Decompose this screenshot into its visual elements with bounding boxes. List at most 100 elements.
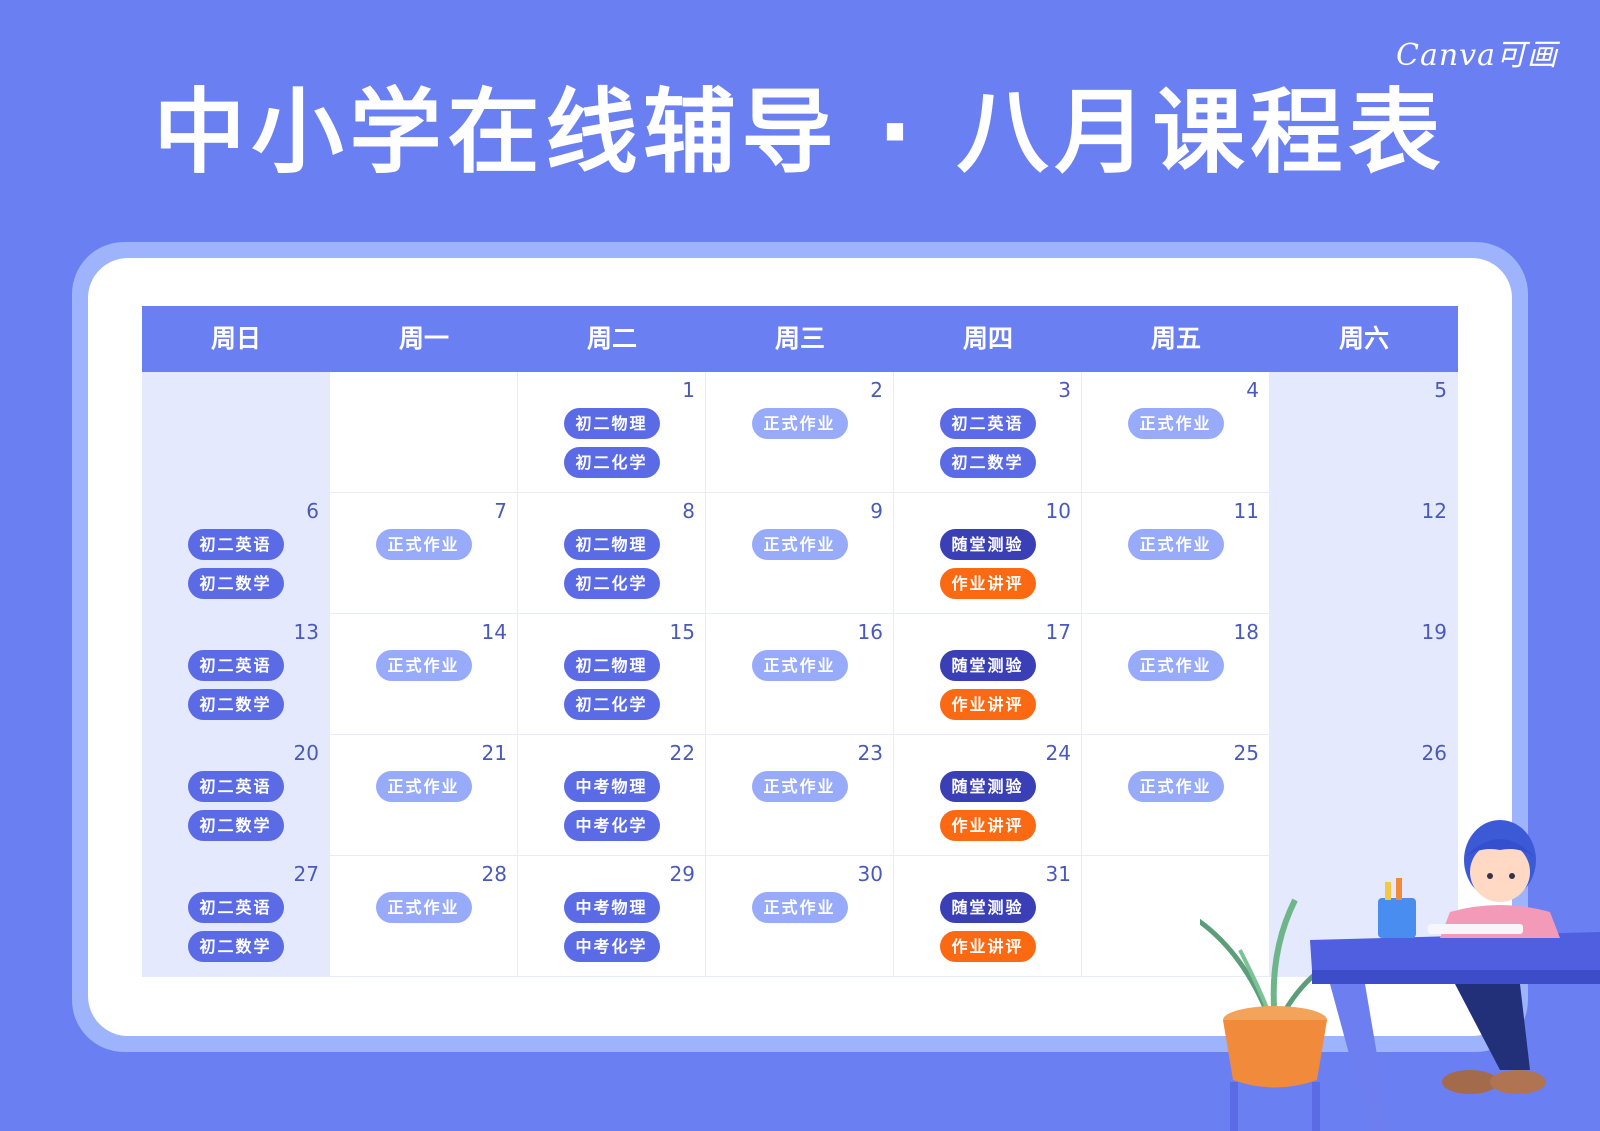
event-tag: 正式作业 [1127, 650, 1224, 681]
calendar-day-cell: 29 中考物理中考化学 [518, 856, 706, 977]
event-tag: 正式作业 [1127, 771, 1224, 802]
day-number: 6 [306, 499, 319, 523]
event-tag: 初二英语 [939, 408, 1036, 439]
event-tag: 初二英语 [187, 650, 284, 681]
day-number: 26 [1421, 741, 1447, 765]
plant-leaf-icon [1200, 918, 1273, 1021]
day-number: 22 [669, 741, 695, 765]
event-tag: 初二英语 [187, 529, 284, 560]
event-tag: 正式作业 [751, 408, 848, 439]
event-list: 正式作业 [706, 408, 893, 439]
pencil-cup-icon [1378, 898, 1416, 938]
event-list: 初二英语初二数学 [894, 408, 1081, 478]
event-list: 初二英语初二数学 [142, 529, 329, 599]
calendar-day-cell: 3 初二英语初二数学 [894, 372, 1082, 493]
event-tag: 初二英语 [187, 771, 284, 802]
event-tag: 正式作业 [375, 650, 472, 681]
event-tag: 中考化学 [563, 931, 660, 962]
event-list: 中考物理中考化学 [518, 892, 705, 962]
calendar-day-cell: 12 [1270, 493, 1458, 614]
event-tag: 正式作业 [375, 771, 472, 802]
day-number: 29 [669, 862, 695, 886]
shoe-icon [1442, 1070, 1498, 1094]
event-list: 正式作业 [330, 892, 517, 923]
student-face-icon [1470, 842, 1530, 902]
calendar-day-cell: 30 正式作业 [706, 856, 894, 977]
calendar-day-cell: 19 [1270, 614, 1458, 735]
day-number: 13 [293, 620, 319, 644]
event-tag: 作业讲评 [939, 810, 1036, 841]
calendar-day-cell: 21 正式作业 [330, 735, 518, 856]
event-list: 正式作业 [330, 529, 517, 560]
event-tag: 正式作业 [375, 529, 472, 560]
weekday-tuesday: 周二 [586, 324, 637, 353]
event-list: 正式作业 [1082, 529, 1269, 560]
event-tag: 初二数学 [187, 689, 284, 720]
day-number: 19 [1421, 620, 1447, 644]
canva-logo: Canva可画 [1396, 38, 1558, 73]
weekday-friday: 周五 [1150, 324, 1201, 353]
event-list: 正式作业 [706, 892, 893, 923]
day-number: 7 [494, 499, 507, 523]
calendar-day-cell: 28 正式作业 [330, 856, 518, 977]
event-tag: 随堂测验 [939, 529, 1036, 560]
weekday-header: 周日 周一 周二 周三 周四 周五 周六 [142, 306, 1458, 372]
event-tag: 正式作业 [1127, 408, 1224, 439]
day-number: 4 [1246, 378, 1259, 402]
event-list: 正式作业 [330, 650, 517, 681]
weekday-saturday: 周六 [1338, 324, 1389, 353]
day-number: 30 [857, 862, 883, 886]
day-number: 23 [857, 741, 883, 765]
calendar-day-cell: 22 中考物理中考化学 [518, 735, 706, 856]
calendar-day-cell: 10 随堂测验作业讲评 [894, 493, 1082, 614]
event-tag: 初二数学 [187, 810, 284, 841]
event-tag: 随堂测验 [939, 892, 1036, 923]
event-tag: 正式作业 [751, 892, 848, 923]
event-tag: 作业讲评 [939, 568, 1036, 599]
event-tag: 中考化学 [563, 810, 660, 841]
calendar-day-cell: 7 正式作业 [330, 493, 518, 614]
event-tag: 初二数学 [939, 447, 1036, 478]
event-list: 中考物理中考化学 [518, 771, 705, 841]
event-tag: 正式作业 [375, 892, 472, 923]
day-number: 3 [1058, 378, 1071, 402]
event-tag: 正式作业 [1127, 529, 1224, 560]
day-number: 9 [870, 499, 883, 523]
calendar-day-cell [142, 372, 330, 493]
day-number: 28 [481, 862, 507, 886]
event-tag: 初二物理 [563, 529, 660, 560]
day-number: 21 [481, 741, 507, 765]
calendar-day-cell: 6 初二英语初二数学 [142, 493, 330, 614]
calendar-day-cell: 20 初二英语初二数学 [142, 735, 330, 856]
plant-leaf-icon [1270, 898, 1298, 1021]
desk-icon [1310, 932, 1600, 970]
event-list: 随堂测验作业讲评 [894, 529, 1081, 599]
event-list: 初二英语初二数学 [142, 771, 329, 841]
day-number: 24 [1045, 741, 1071, 765]
event-list: 初二英语初二数学 [142, 650, 329, 720]
day-number: 25 [1233, 741, 1259, 765]
event-list: 初二物理初二化学 [518, 650, 705, 720]
event-list: 初二物理初二化学 [518, 529, 705, 599]
calendar-day-cell: 4 正式作业 [1082, 372, 1270, 493]
event-list: 随堂测验作业讲评 [894, 892, 1081, 962]
event-list: 随堂测验作业讲评 [894, 771, 1081, 841]
event-tag: 中考物理 [563, 771, 660, 802]
student-desk-illustration [1200, 820, 1600, 1131]
day-number: 10 [1045, 499, 1071, 523]
day-number: 18 [1233, 620, 1259, 644]
book-icon [1428, 924, 1523, 934]
day-number: 20 [293, 741, 319, 765]
calendar-day-cell: 25 正式作业 [1082, 735, 1270, 856]
event-tag: 初二物理 [563, 408, 660, 439]
page-title: 中小学在线辅导 · 八月课程表 [153, 79, 1447, 186]
weekday-monday: 周一 [398, 324, 449, 353]
day-number: 31 [1045, 862, 1071, 886]
